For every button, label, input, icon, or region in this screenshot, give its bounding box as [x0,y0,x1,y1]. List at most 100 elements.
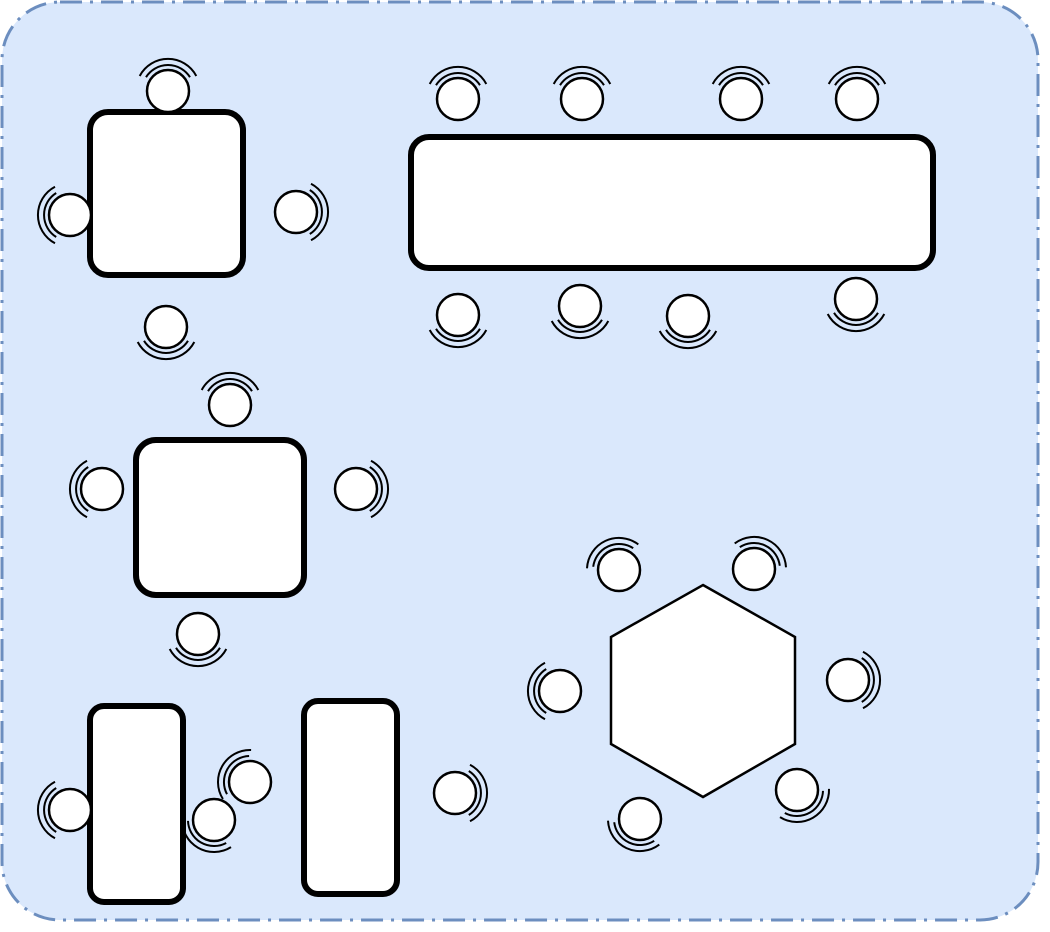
chair-back-outer [734,535,787,568]
chair-back-outer [200,372,260,391]
chair-back-outer [862,650,881,710]
chair-back-inner [369,466,383,512]
chair-back-outer [428,66,488,85]
chair-back-outer [711,66,771,85]
chair[interactable] [827,66,887,122]
narrow-table-left[interactable] [87,703,186,905]
chair-back-outer [37,185,56,245]
chair[interactable] [658,293,718,349]
chair-seat [227,759,273,805]
chair[interactable] [273,182,329,242]
chair-back-outer [827,66,887,85]
chair-back-inner [834,72,880,86]
chair[interactable] [217,748,273,805]
narrow-table-right[interactable] [301,698,400,897]
long-table[interactable] [408,134,936,271]
chair-back-outer [168,648,228,667]
chair-back-outer [69,459,88,519]
chair-seat [207,382,253,428]
chair-back-outer [550,320,610,339]
chair-seat [333,466,379,512]
chair-seat [617,796,663,842]
chair-back-inner [145,64,191,78]
chair-seat [774,767,820,813]
chair-seat [834,76,880,122]
chair-seat [435,76,481,122]
chair-back-outer [180,818,232,853]
chair-back-outer [217,748,252,800]
chair-back-inner [43,192,57,238]
chair-back-inner [833,312,879,326]
chair-back-inner [207,378,253,392]
chair-back-inner [665,329,711,343]
chair[interactable] [168,611,228,667]
chair[interactable] [180,797,237,853]
chair-back-inner [559,72,605,86]
hexagon-table[interactable] [609,583,797,799]
chair-back-inner [468,770,482,816]
chair-back-inner [75,466,89,512]
chair-back-outer [37,780,56,840]
chair[interactable] [607,796,663,853]
chair[interactable] [826,276,886,332]
chair[interactable] [69,459,125,519]
chair[interactable] [37,185,93,245]
chair[interactable] [428,66,488,122]
chair-back-outer [826,313,886,332]
chair-back-outer [370,459,389,519]
square-table-top[interactable] [87,109,246,278]
chair-seat [596,547,642,593]
chair-back-outer [658,330,718,349]
chair[interactable] [731,535,787,592]
chair-seat [175,611,221,657]
chair-back-inner [435,72,481,86]
chair-back-inner [533,668,547,714]
chair-back-inner [592,543,634,567]
chair-seat [559,76,605,122]
chair-back-inner [435,328,481,342]
chair-back-inner [222,755,250,795]
chair-seat [825,657,871,703]
chair-back-inner [613,822,655,846]
chair[interactable] [200,372,260,428]
chair-seat [718,76,764,122]
chair-seat [143,304,189,350]
chair-back-inner [557,319,603,333]
chair-back-outer [428,329,488,348]
chair[interactable] [552,66,612,122]
chair-seat [665,293,711,339]
chair-seat [731,546,777,592]
chair[interactable] [432,763,488,823]
chair-seat [432,770,478,816]
chair[interactable] [586,536,642,593]
chair-seat [435,292,481,338]
chair[interactable] [37,780,93,840]
chair-back-inner [143,340,189,354]
chair[interactable] [428,292,488,348]
chair-back-inner [309,189,323,235]
chair[interactable] [527,661,583,721]
chair[interactable] [774,767,831,823]
square-table-middle[interactable] [133,437,307,598]
chair-back-outer [586,536,639,569]
chair[interactable] [825,650,881,710]
chair-back-inner [739,542,781,566]
chair[interactable] [136,304,196,360]
chair-back-outer [527,661,546,721]
chair[interactable] [333,459,389,519]
chair-back-outer [310,182,329,242]
chair-seat [191,797,237,843]
chair-back-outer [552,66,612,85]
chair-back-outer [779,788,831,823]
chair-back-inner [718,72,764,86]
chair[interactable] [711,66,771,122]
chair-seat [47,192,93,238]
chair-back-outer [469,763,488,823]
chair[interactable] [138,58,198,114]
chair-back-outer [138,58,198,77]
chairs-group [37,58,887,853]
chair[interactable] [550,283,610,339]
chair-back-outer [136,341,196,360]
chair-back-inner [175,647,221,661]
